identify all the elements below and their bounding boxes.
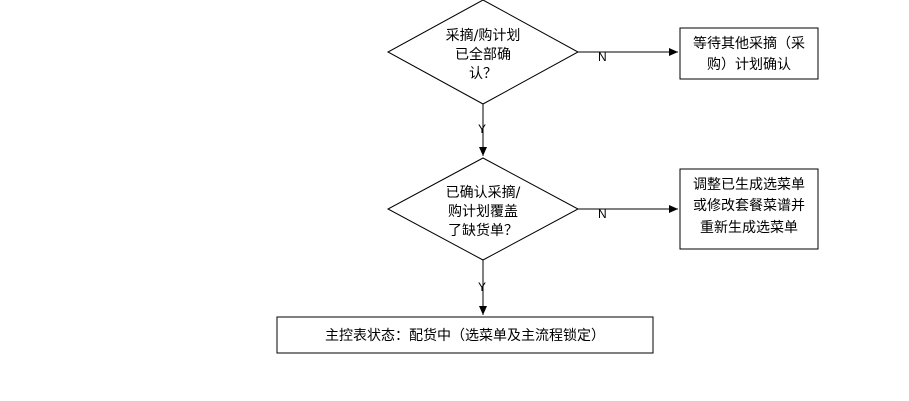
decision-1-line-3: 认？ (469, 66, 497, 82)
decision-1-no-label: N (598, 50, 607, 64)
decision-2-no-label: N (598, 207, 607, 221)
final-status-box (276, 316, 654, 354)
decision-2-line-2: 购计划覆盖 (448, 204, 518, 220)
decision-2-yes-label: Y (478, 280, 486, 294)
box-2-line-2: 或修改套餐菜谱并 (693, 198, 805, 214)
box-2 (679, 168, 819, 250)
decision-1-line-2: 已全部确 (455, 46, 511, 63)
decision-1-line-1: 采摘/购计划 (446, 27, 521, 44)
decision-2-line-3: 了缺货单？ (448, 222, 518, 239)
decision-2-line-1: 已确认采摘/ (446, 184, 521, 201)
box-1-line-2: 购）计划确认 (707, 57, 791, 73)
box-2-line-1: 调整已生成选菜单 (693, 177, 805, 193)
box-1 (679, 27, 819, 80)
box-1-line-1: 等待其他采摘（采 (693, 35, 805, 52)
final-status-text: 主控表状态：配货中（选菜单及主流程锁定） (325, 327, 605, 344)
box-2-line-3: 重新生成选菜单 (700, 220, 798, 236)
decision-1-yes-label: Y (478, 122, 486, 136)
